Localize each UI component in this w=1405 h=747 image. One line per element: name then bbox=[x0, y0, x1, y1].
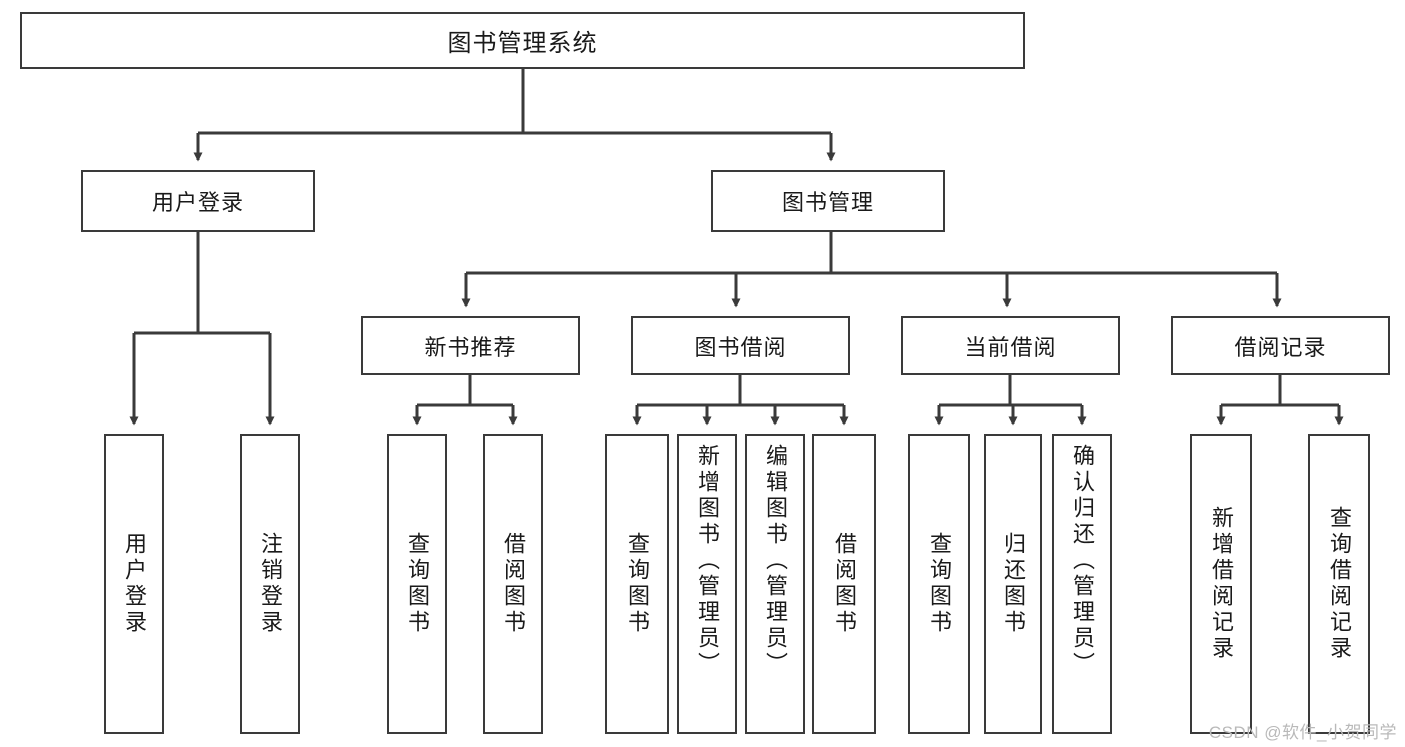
leaf-borrow-book-label: 借阅图书 bbox=[832, 532, 857, 636]
leaf-query-borrow-record[interactable]: 查询借阅记录 bbox=[1308, 434, 1370, 734]
leaf-query-book-recommend-label: 查询图书 bbox=[405, 532, 430, 636]
leaf-query-book-current[interactable]: 查询图书 bbox=[908, 434, 970, 734]
leaf-query-book-borrow[interactable]: 查询图书 bbox=[605, 434, 669, 734]
node-book-management[interactable]: 图书管理 bbox=[711, 170, 945, 232]
node-book-borrow[interactable]: 图书借阅 bbox=[631, 316, 850, 375]
node-root[interactable]: 图书管理系统 bbox=[20, 12, 1025, 69]
leaf-user-login[interactable]: 用户登录 bbox=[104, 434, 164, 734]
node-user-login[interactable]: 用户登录 bbox=[81, 170, 315, 232]
node-book-management-label: 图书管理 bbox=[781, 190, 874, 215]
leaf-user-login-label: 用户登录 bbox=[122, 532, 147, 636]
leaf-query-book-current-label: 查询图书 bbox=[927, 532, 952, 636]
leaf-borrow-book-recommend-label: 借阅图书 bbox=[501, 532, 526, 636]
node-current-borrow-label: 当前借阅 bbox=[964, 334, 1057, 360]
node-current-borrow[interactable]: 当前借阅 bbox=[901, 316, 1120, 375]
node-user-login-label: 用户登录 bbox=[151, 190, 244, 215]
node-borrow-record-label: 借阅记录 bbox=[1234, 334, 1327, 360]
leaf-add-borrow-record[interactable]: 新增借阅记录 bbox=[1190, 434, 1252, 734]
leaf-edit-book-admin[interactable]: 编辑图书（管理员） bbox=[745, 434, 805, 734]
leaf-query-book-borrow-label: 查询图书 bbox=[625, 532, 650, 636]
leaf-confirm-return-admin-label: 确认归还（管理员） bbox=[1070, 444, 1095, 678]
leaf-return-book[interactable]: 归还图书 bbox=[984, 434, 1042, 734]
node-borrow-record[interactable]: 借阅记录 bbox=[1171, 316, 1390, 375]
node-new-book-recommend-label: 新书推荐 bbox=[424, 334, 517, 360]
leaf-borrow-book[interactable]: 借阅图书 bbox=[812, 434, 876, 734]
leaf-add-book-admin-label: 新增图书（管理员） bbox=[695, 444, 720, 678]
leaf-query-book-recommend[interactable]: 查询图书 bbox=[387, 434, 447, 734]
leaf-return-book-label: 归还图书 bbox=[1001, 532, 1026, 636]
node-book-borrow-label: 图书借阅 bbox=[694, 334, 787, 360]
leaf-add-borrow-record-label: 新增借阅记录 bbox=[1209, 506, 1234, 662]
leaf-add-book-admin[interactable]: 新增图书（管理员） bbox=[677, 434, 737, 734]
node-root-label: 图书管理系统 bbox=[447, 30, 598, 57]
leaf-logout-label: 注销登录 bbox=[258, 532, 283, 636]
leaf-edit-book-admin-label: 编辑图书（管理员） bbox=[763, 444, 788, 678]
leaf-query-borrow-record-label: 查询借阅记录 bbox=[1327, 506, 1352, 662]
leaf-confirm-return-admin[interactable]: 确认归还（管理员） bbox=[1052, 434, 1112, 734]
leaf-borrow-book-recommend[interactable]: 借阅图书 bbox=[483, 434, 543, 734]
node-new-book-recommend[interactable]: 新书推荐 bbox=[361, 316, 580, 375]
leaf-logout[interactable]: 注销登录 bbox=[240, 434, 300, 734]
